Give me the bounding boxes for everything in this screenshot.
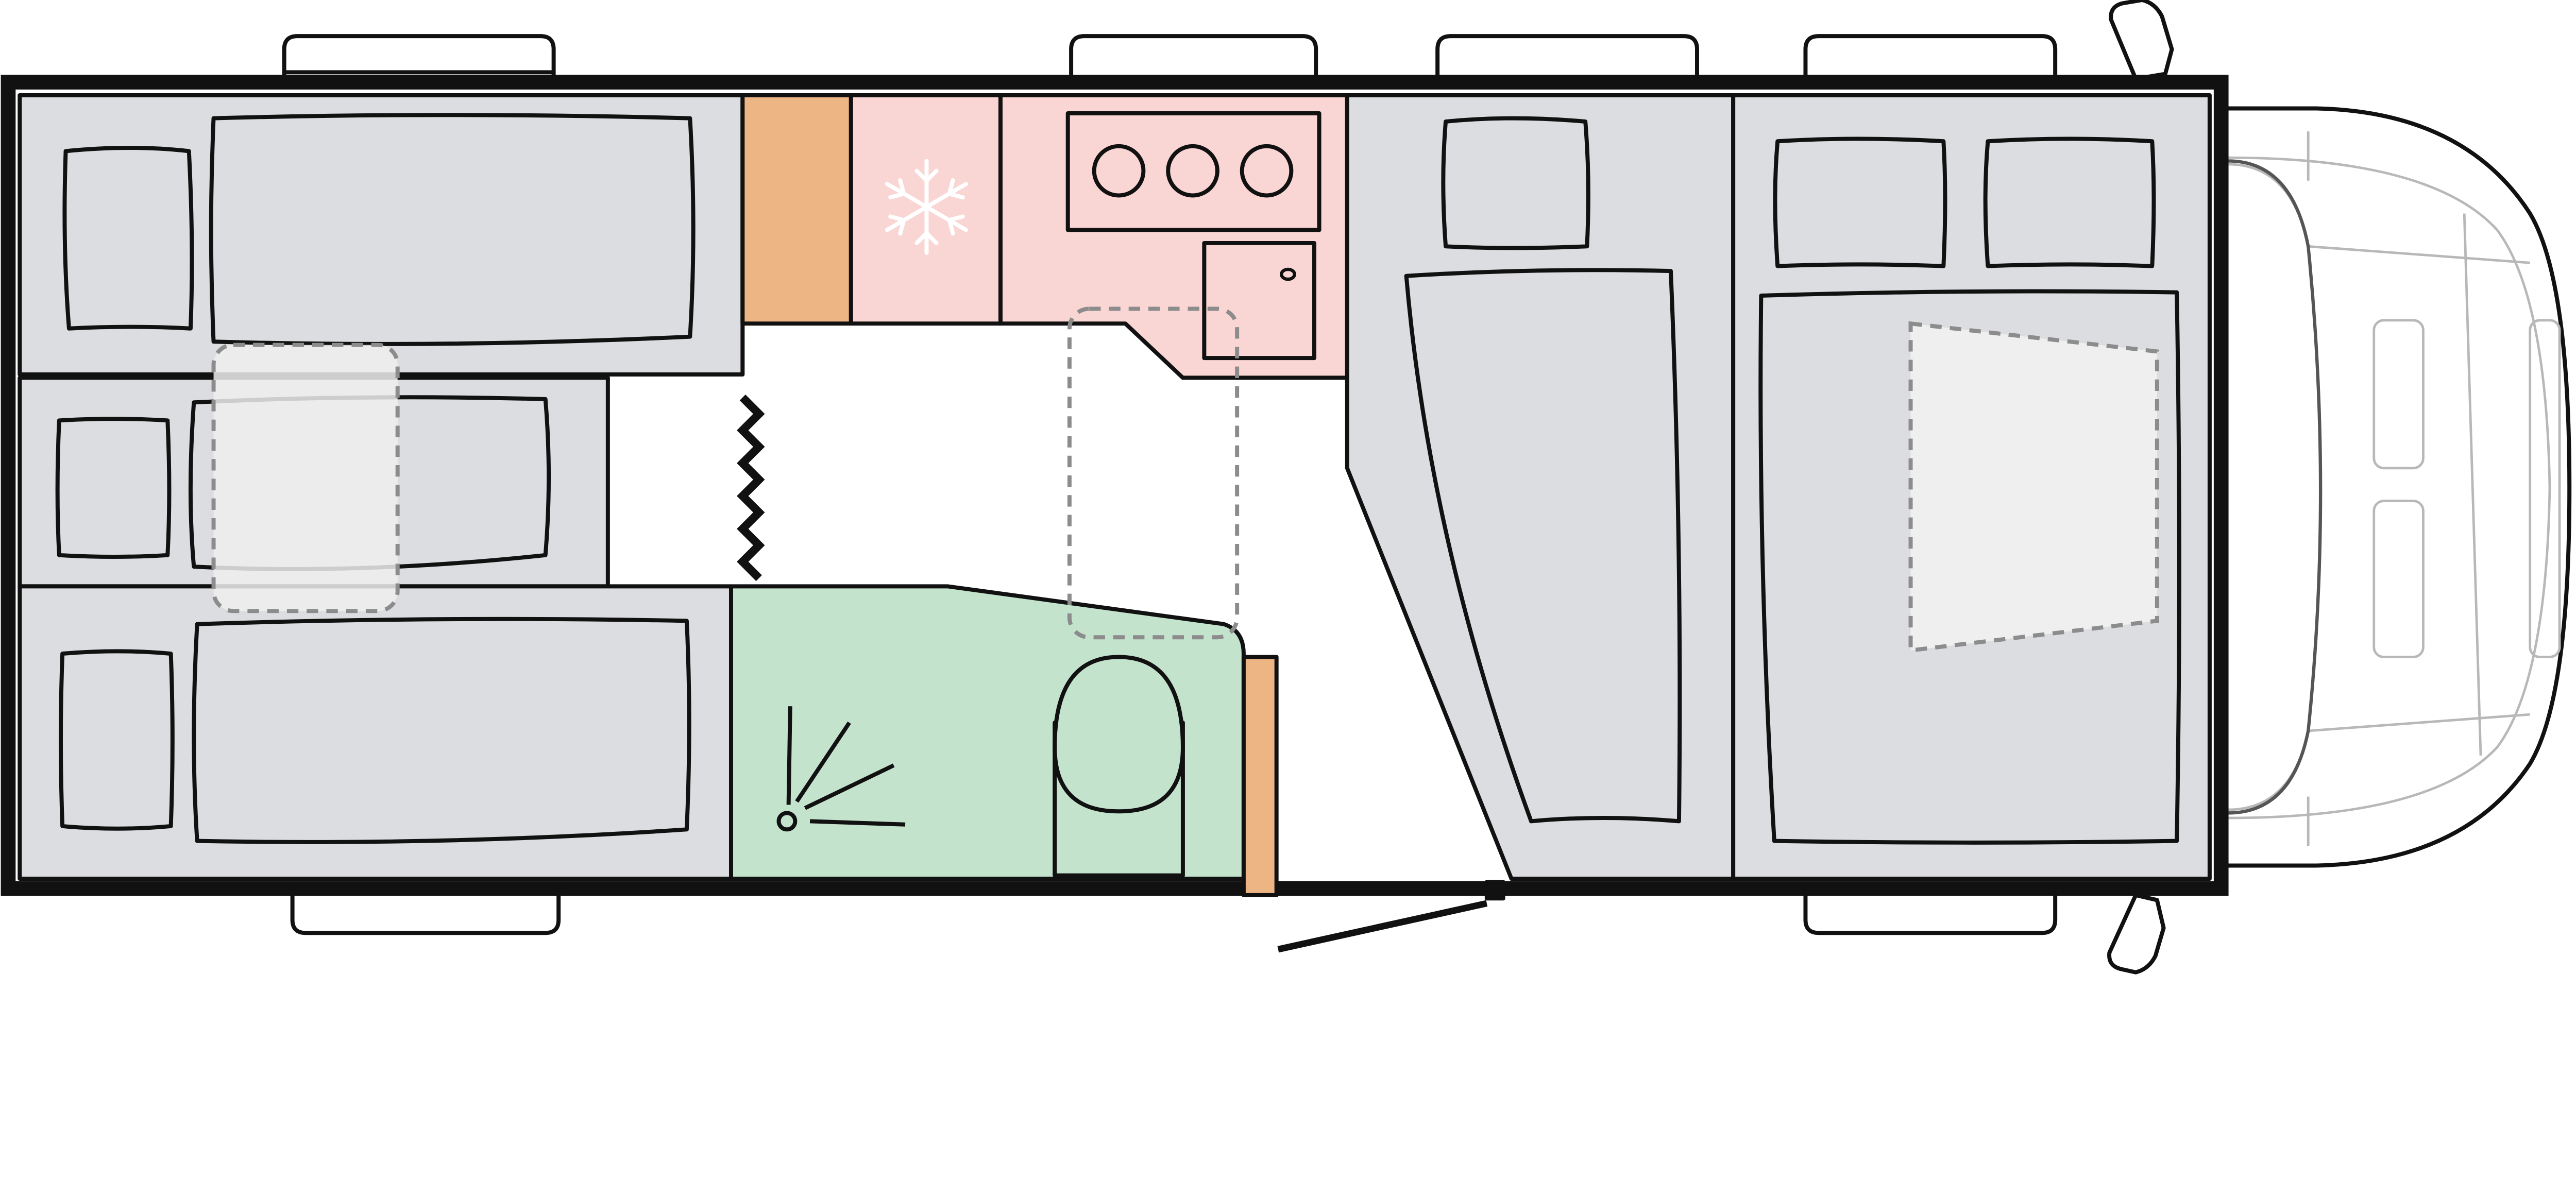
aisle-overlay bbox=[1067, 306, 1240, 640]
sink-drain bbox=[1280, 267, 1296, 281]
mirror-bottom bbox=[2107, 893, 2166, 975]
window-top-2 bbox=[1069, 34, 1318, 79]
cab bbox=[2221, 106, 2572, 868]
sink bbox=[1202, 241, 1317, 361]
front-bed-pillows-and-mattresses bbox=[1404, 116, 2181, 845]
door-hinge bbox=[1484, 880, 1505, 901]
burner bbox=[1240, 144, 1294, 198]
snowflake-icon bbox=[885, 159, 968, 255]
burner bbox=[1092, 144, 1146, 198]
mirror-top bbox=[2109, 0, 2174, 81]
window-top-3 bbox=[1435, 34, 1699, 79]
motorhome-floor-plan bbox=[1, 0, 2572, 975]
window-bottom-2 bbox=[1803, 892, 2058, 935]
shower-icon bbox=[776, 706, 906, 832]
entry-door bbox=[1277, 900, 1488, 953]
stove bbox=[1065, 111, 1321, 232]
table-overlay bbox=[211, 343, 400, 613]
single-bed-left bbox=[1345, 93, 1736, 881]
toilet bbox=[1053, 655, 1185, 878]
burner bbox=[1166, 144, 1219, 198]
bunk-pillows-and-mattresses bbox=[55, 113, 696, 844]
bunk-top bbox=[18, 93, 745, 377]
curtain-divider bbox=[737, 395, 765, 582]
cabinet bbox=[740, 93, 853, 326]
window-top-4 bbox=[1803, 34, 2058, 79]
window-top-1 bbox=[282, 34, 556, 79]
bathroom-cabinet bbox=[1241, 655, 1279, 897]
window-bottom-1 bbox=[290, 892, 561, 935]
skylight-overlay bbox=[1908, 321, 2159, 653]
